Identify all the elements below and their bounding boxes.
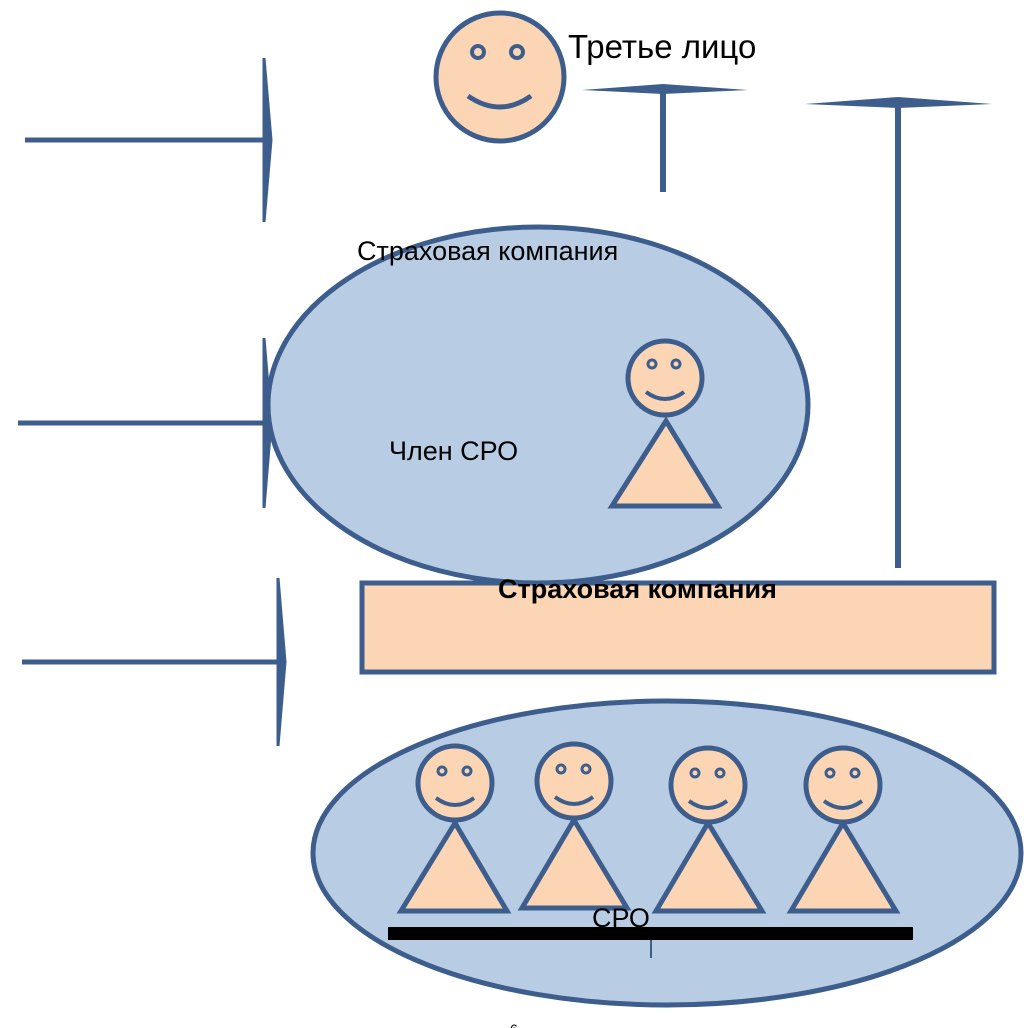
person-icon-sro-2 — [517, 741, 632, 911]
insurance-company-box — [359, 580, 997, 675]
person-icon-sro-4 — [786, 745, 901, 914]
arrow-right-icon-top — [25, 57, 273, 223]
third-party-label: Третье лицо — [568, 28, 756, 65]
arrow-up-icon-tall — [805, 97, 992, 568]
person-icon-sro-1 — [396, 743, 512, 914]
sro-ellipse — [310, 698, 1024, 1008]
person-icon-sro-3 — [651, 745, 767, 914]
insurance-company-ellipse — [265, 224, 811, 586]
arrow-right-icon-bottom — [22, 577, 287, 747]
person-icon-sro-member — [607, 338, 723, 509]
arrow-up-icon-short — [582, 84, 748, 192]
person-icon-third-party — [433, 10, 567, 144]
arrow-right-icon-middle — [18, 337, 273, 509]
insurance-company-top-label: Страховая компания — [357, 236, 618, 266]
insurance-company-box-label: Страховая компания — [498, 574, 777, 604]
sro-member-label: Член СРО — [389, 436, 518, 466]
sro-base-bar — [388, 927, 913, 940]
footer-mark: 6 — [510, 1021, 518, 1028]
